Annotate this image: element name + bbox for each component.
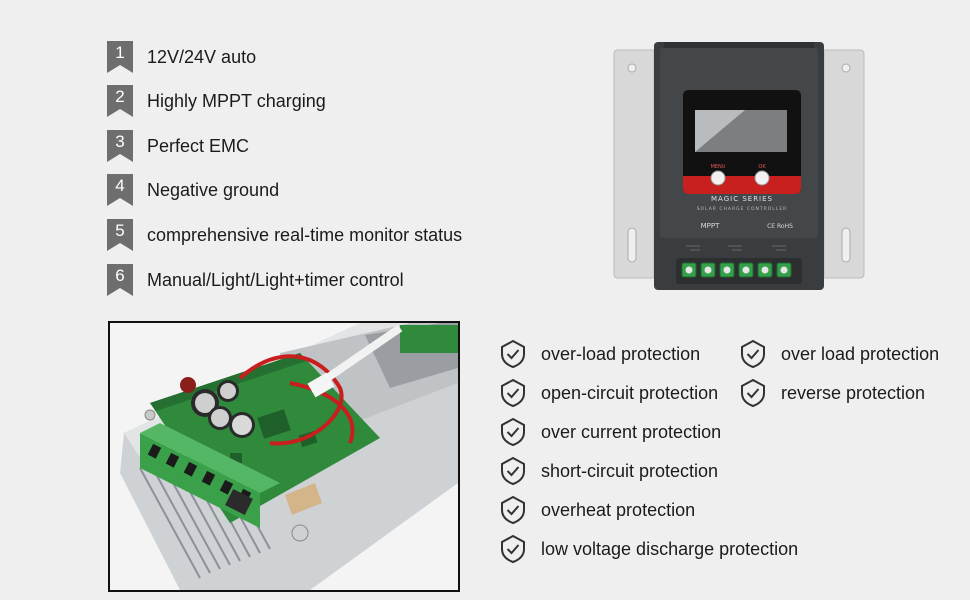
controller-product-image: MENU OK MAGIC SERIES SOLAR CHARGE CONTRO… <box>610 38 868 296</box>
ok-label: OK <box>758 164 766 170</box>
badge-number: 4 <box>115 176 125 195</box>
number-badge: 4 <box>107 174 133 206</box>
number-badge: 1 <box>107 41 133 73</box>
protection-text: over-load protection <box>541 343 701 364</box>
protection-text: reverse protection <box>781 382 926 403</box>
feature-text: Highly MPPT charging <box>147 90 326 111</box>
shield-check-icon <box>741 378 765 408</box>
shield-check-icon <box>501 534 525 564</box>
protection-item-8: reverse protection <box>739 378 925 408</box>
protection-text: open-circuit protection <box>541 382 719 403</box>
shield-check-icon <box>741 339 765 369</box>
feature-item-5: 5 comprehensive real-time monitor status <box>107 219 462 251</box>
shield-check-icon <box>501 339 525 369</box>
circuit-board-image <box>108 321 460 592</box>
protection-item-3: over current protection <box>499 417 721 447</box>
number-badge: 6 <box>107 264 133 296</box>
shield-check-icon <box>501 417 525 447</box>
badge-number: 1 <box>115 43 125 62</box>
number-badge: 5 <box>107 219 133 251</box>
feature-text: 12V/24V auto <box>147 46 257 67</box>
protection-item-7: over load protection <box>739 339 939 369</box>
feature-item-3: 3 Perfect EMC <box>107 130 249 162</box>
protection-item-5: overheat protection <box>499 495 695 525</box>
series-label: MAGIC SERIES <box>711 195 773 203</box>
feature-item-6: 6 Manual/Light/Light+timer control <box>107 264 404 296</box>
badge-number: 2 <box>115 87 125 106</box>
protection-text: over current protection <box>541 421 722 442</box>
feature-item-1: 1 12V/24V auto <box>107 41 256 73</box>
shield-check-icon <box>501 456 525 486</box>
badge-number: 3 <box>115 132 125 151</box>
number-badge: 2 <box>107 85 133 117</box>
protection-item-6: low voltage discharge protection <box>499 534 798 564</box>
feature-text: comprehensive real-time monitor status <box>147 224 463 245</box>
feature-item-4: 4 Negative ground <box>107 174 279 206</box>
subtitle-label: SOLAR CHARGE CONTROLLER <box>697 206 788 212</box>
mppt-label: MPPT <box>701 222 720 230</box>
feature-text: Manual/Light/Light+timer control <box>147 269 404 290</box>
badge-number: 6 <box>115 266 125 285</box>
number-badge: 3 <box>107 130 133 162</box>
protection-item-4: short-circuit protection <box>499 456 718 486</box>
protection-item-1: over-load protection <box>499 339 700 369</box>
feature-text: Negative ground <box>147 179 280 200</box>
protection-text: overheat protection <box>541 499 696 520</box>
protection-text: low voltage discharge protection <box>541 538 799 559</box>
feature-text: Perfect EMC <box>147 135 250 156</box>
shield-check-icon <box>501 378 525 408</box>
protection-item-2: open-circuit protection <box>499 378 718 408</box>
feature-item-2: 2 Highly MPPT charging <box>107 85 326 117</box>
cert-label: CE RoHS <box>767 223 793 230</box>
badge-number: 5 <box>115 221 125 240</box>
protection-text: over load protection <box>781 343 940 364</box>
menu-label: MENU <box>711 164 726 170</box>
shield-check-icon <box>501 495 525 525</box>
protection-text: short-circuit protection <box>541 460 719 481</box>
